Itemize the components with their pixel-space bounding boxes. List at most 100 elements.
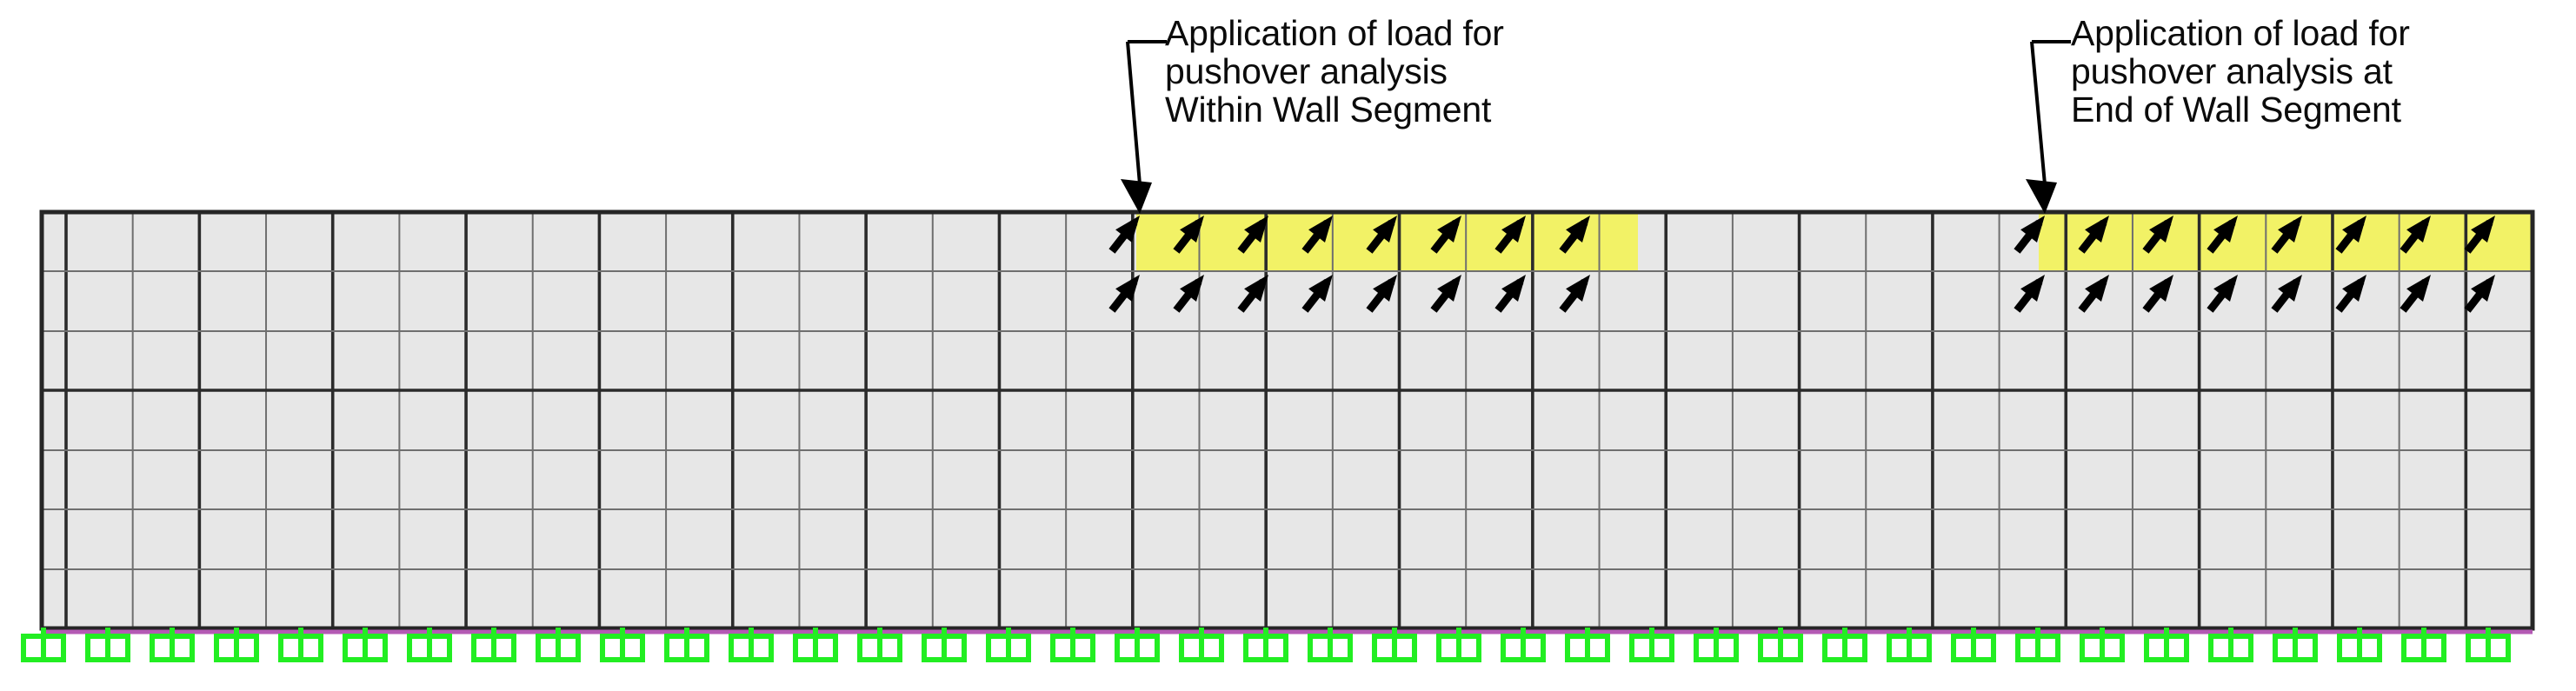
load-arrow[interactable]	[1301, 216, 1333, 254]
load-arrow-group	[1108, 216, 2495, 313]
load-arrow[interactable]	[2142, 275, 2173, 313]
support-symbol[interactable]	[1050, 628, 1095, 662]
load-arrow[interactable]	[2400, 275, 2431, 313]
load-arrow[interactable]	[1108, 216, 1140, 254]
load-arrow[interactable]	[1366, 216, 1397, 254]
load-arrow[interactable]	[2271, 275, 2302, 313]
support-box-left	[21, 634, 46, 662]
support-symbol[interactable]	[1179, 628, 1224, 662]
support-symbol[interactable]	[85, 628, 130, 662]
support-symbol[interactable]	[1308, 628, 1353, 662]
support-symbol[interactable]	[729, 628, 774, 662]
support-box-right	[491, 634, 516, 662]
load-arrow[interactable]	[1237, 275, 1268, 313]
support-symbol[interactable]	[214, 628, 259, 662]
support-symbol[interactable]	[1243, 628, 1288, 662]
support-symbol[interactable]	[986, 628, 1031, 662]
support-symbol[interactable]	[1565, 628, 1610, 662]
support-symbol[interactable]	[1436, 628, 1481, 662]
support-symbol[interactable]	[2466, 628, 2511, 662]
load-arrow[interactable]	[1430, 216, 1461, 254]
support-symbol[interactable]	[1372, 628, 1417, 662]
support-symbol[interactable]	[1694, 628, 1739, 662]
support-box-right	[620, 634, 645, 662]
load-arrow[interactable]	[1494, 216, 1526, 254]
load-arrow[interactable]	[1430, 275, 1461, 313]
support-symbol[interactable]	[1951, 628, 1996, 662]
load-arrow-head	[1501, 216, 1526, 243]
support-symbol[interactable]	[471, 628, 516, 662]
support-symbol[interactable]	[21, 628, 66, 662]
support-symbol[interactable]	[1629, 628, 1674, 662]
support-symbol[interactable]	[536, 628, 581, 662]
annotation-line: Application of load for	[2071, 13, 2410, 53]
support-box-right	[1842, 634, 1867, 662]
support-symbol[interactable]	[2273, 628, 2318, 662]
load-arrow[interactable]	[1301, 275, 1333, 313]
support-symbol[interactable]	[1822, 628, 1867, 662]
load-arrow[interactable]	[1559, 216, 1590, 254]
load-arrow-head	[1244, 216, 1268, 243]
support-symbol[interactable]	[2144, 628, 2189, 662]
support-symbol[interactable]	[922, 628, 967, 662]
support-symbol[interactable]	[600, 628, 645, 662]
support-box-right	[684, 634, 709, 662]
support-symbol[interactable]	[793, 628, 838, 662]
support-symbol[interactable]	[343, 628, 388, 662]
load-arrow[interactable]	[2464, 275, 2495, 313]
support-symbol[interactable]	[1887, 628, 1932, 662]
load-arrow[interactable]	[1237, 216, 1268, 254]
load-arrow[interactable]	[1173, 275, 1204, 313]
support-box-right	[942, 634, 967, 662]
load-arrow[interactable]	[2014, 216, 2045, 254]
load-arrow[interactable]	[2400, 216, 2431, 254]
support-symbol[interactable]	[407, 628, 452, 662]
support-symbol[interactable]	[2337, 628, 2382, 662]
support-symbol[interactable]	[2080, 628, 2125, 662]
load-arrow[interactable]	[2014, 275, 2045, 313]
load-arrow-head	[1373, 275, 1397, 302]
load-arrow[interactable]	[1108, 275, 1140, 313]
support-box-left	[2144, 634, 2169, 662]
load-arrow-head	[2278, 275, 2302, 302]
load-arrow[interactable]	[1494, 275, 1526, 313]
load-arrow-head	[2406, 275, 2431, 302]
support-box-right	[2035, 634, 2060, 662]
load-arrow[interactable]	[2271, 216, 2302, 254]
support-symbol[interactable]	[1115, 628, 1160, 662]
support-box-left	[857, 634, 882, 662]
support-box-left	[729, 634, 754, 662]
load-arrow[interactable]	[2335, 216, 2366, 254]
support-box-left	[407, 634, 432, 662]
load-arrow[interactable]	[1366, 275, 1397, 313]
load-arrow-head	[1244, 275, 1268, 302]
support-symbol[interactable]	[2015, 628, 2060, 662]
support-symbol[interactable]	[664, 628, 709, 662]
load-arrow-head	[1437, 275, 1461, 302]
load-arrow[interactable]	[2207, 275, 2238, 313]
support-symbol[interactable]	[2208, 628, 2253, 662]
load-arrow[interactable]	[2078, 216, 2109, 254]
support-symbol[interactable]	[1758, 628, 1803, 662]
support-symbol[interactable]	[1501, 628, 1546, 662]
load-arrow[interactable]	[1173, 216, 1204, 254]
support-box-right	[427, 634, 452, 662]
support-box-left	[1308, 634, 1333, 662]
support-symbol[interactable]	[278, 628, 323, 662]
support-symbol[interactable]	[150, 628, 195, 662]
load-arrow[interactable]	[2078, 275, 2109, 313]
load-arrow[interactable]	[2207, 216, 2238, 254]
support-symbol[interactable]	[2401, 628, 2446, 662]
support-box-left	[922, 634, 947, 662]
annotation-line: Within Wall Segment	[1165, 90, 1492, 130]
load-arrow[interactable]	[2142, 216, 2173, 254]
support-symbol[interactable]	[857, 628, 902, 662]
load-arrow[interactable]	[2464, 216, 2495, 254]
support-box-right	[2228, 634, 2253, 662]
load-arrow[interactable]	[2335, 275, 2366, 313]
support-box-left	[1758, 634, 1783, 662]
support-box-right	[1971, 634, 1996, 662]
load-arrow[interactable]	[1559, 275, 1590, 313]
load-arrow-head	[2213, 275, 2238, 302]
